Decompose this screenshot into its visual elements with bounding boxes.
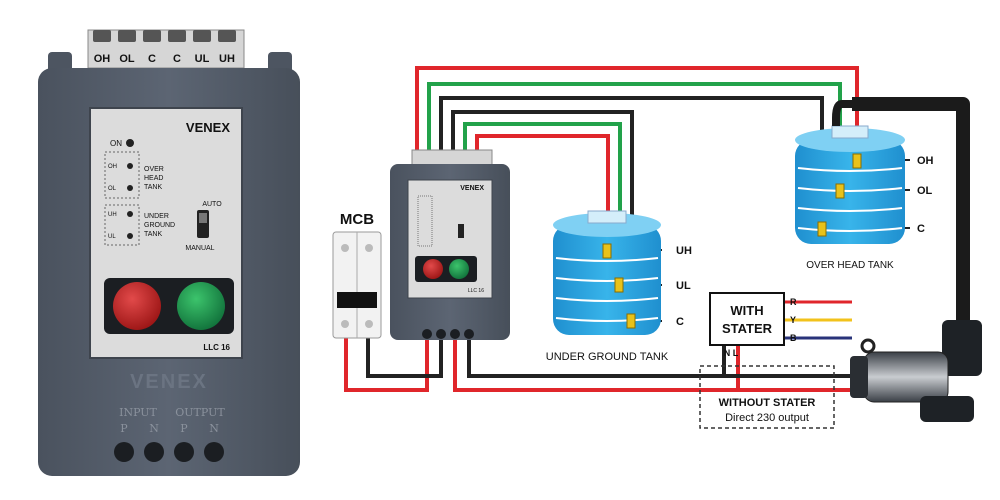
underground-tank-title: UNDER GROUND TANK bbox=[546, 351, 669, 363]
phase-label: B bbox=[790, 333, 797, 343]
wire-mcb-neutral bbox=[366, 330, 443, 378]
start-button[interactable] bbox=[177, 282, 225, 330]
starter-box bbox=[709, 292, 785, 346]
starter-label-2: STATER bbox=[722, 321, 773, 336]
terminal-label: UH bbox=[219, 53, 235, 65]
phase-label: Y bbox=[790, 315, 796, 325]
terminal-label: OL bbox=[119, 53, 135, 65]
stop-button[interactable] bbox=[113, 282, 161, 330]
pump-motor bbox=[850, 320, 982, 422]
wire-green-underground-ul bbox=[463, 122, 622, 282]
terminal-label: OH bbox=[94, 53, 111, 65]
terminal-label: C bbox=[148, 53, 156, 65]
probe-label: OL bbox=[917, 185, 933, 197]
led-label: ON bbox=[110, 139, 122, 148]
probe-c bbox=[626, 313, 636, 329]
small-start-button[interactable] bbox=[449, 259, 469, 279]
wire-red-overhead-oh bbox=[415, 66, 859, 160]
overhead-tank-label-3: TANK bbox=[144, 184, 162, 191]
cable-gland bbox=[204, 442, 224, 462]
cable-gland bbox=[114, 442, 134, 462]
model-label: LLC 16 bbox=[203, 343, 230, 352]
overhead-tank-title: OVER HEAD TANK bbox=[806, 260, 894, 271]
controller-large: OH OL C C UL UH VENEX ON OH OL UH UL OVE… bbox=[38, 29, 300, 476]
mini-label: OH bbox=[108, 164, 117, 170]
controller-small: VENEX LLC 16 bbox=[390, 149, 510, 340]
small-model-label: LLC 16 bbox=[468, 288, 484, 294]
output-label: OUTPUT bbox=[175, 406, 225, 419]
starter-section: WITH STATER R Y B N L WITHOUT STATER Dir… bbox=[699, 292, 835, 429]
overhead-level-graphic bbox=[104, 151, 140, 199]
mcb-label: MCB bbox=[340, 211, 374, 228]
pump-outlet bbox=[920, 396, 974, 422]
bottom-terminal-label: P bbox=[180, 422, 188, 435]
wire-mcb-phase bbox=[344, 330, 429, 392]
overhead-tank-label-1: OVER bbox=[144, 166, 164, 173]
probe-label: UH bbox=[676, 245, 692, 257]
overhead-tank-label-2: HEAD bbox=[144, 175, 163, 182]
phase-label: R bbox=[790, 297, 797, 307]
underground-tank: UH UL C UNDER GROUND TANK bbox=[546, 210, 692, 363]
motor-body bbox=[863, 351, 949, 403]
brand-logo: VENEX bbox=[186, 120, 230, 135]
underground-level-graphic bbox=[104, 204, 140, 246]
without-starter-label: WITHOUT STATER bbox=[719, 397, 816, 409]
bottom-terminal-label: N bbox=[149, 422, 159, 435]
mini-label: UL bbox=[108, 234, 116, 240]
without-starter-box bbox=[699, 365, 835, 429]
mcb: MCB bbox=[332, 211, 382, 339]
pipe-outlet bbox=[832, 100, 852, 126]
terminal-label: C bbox=[173, 53, 181, 65]
power-led bbox=[126, 139, 134, 147]
small-brand-logo: VENEX bbox=[460, 185, 484, 192]
probe-label: C bbox=[917, 223, 925, 235]
embossed-brand: VENEX bbox=[130, 371, 208, 393]
mini-label: UH bbox=[108, 212, 117, 218]
small-stop-button[interactable] bbox=[423, 259, 443, 279]
wire-red-underground-uh bbox=[475, 134, 610, 246]
probe-uh bbox=[602, 243, 612, 259]
wire-output-neutral bbox=[467, 340, 726, 378]
probe-c bbox=[817, 221, 827, 237]
underground-tank-label-2: GROUND bbox=[144, 222, 175, 229]
mini-label: OL bbox=[108, 186, 117, 192]
probe-oh bbox=[852, 153, 862, 169]
overhead-tank: OH OL C OVER HEAD TANK bbox=[795, 125, 934, 271]
cable-gland bbox=[174, 442, 194, 462]
probe-label: UL bbox=[676, 280, 691, 292]
bottom-terminal-label: N bbox=[209, 422, 219, 435]
mcb-toggle[interactable] bbox=[337, 292, 377, 308]
neutral-line-label: N L bbox=[724, 348, 739, 358]
mode-manual-label: MANUAL bbox=[185, 245, 214, 252]
input-label: INPUT bbox=[119, 406, 157, 419]
pump-head bbox=[942, 320, 982, 376]
mode-auto-label: AUTO bbox=[202, 201, 222, 208]
without-starter-sub: Direct 230 output bbox=[725, 412, 809, 424]
bottom-terminal-label: P bbox=[120, 422, 128, 435]
delivery-pipe bbox=[852, 97, 970, 330]
probe-ol bbox=[835, 183, 845, 199]
probe-label: OH bbox=[917, 155, 934, 167]
terminal-label: UL bbox=[195, 53, 210, 65]
wire-output-phase bbox=[453, 340, 740, 392]
cable-gland bbox=[144, 442, 164, 462]
starter-label-1: WITH bbox=[730, 303, 763, 318]
underground-tank-label-1: UNDER bbox=[144, 213, 169, 220]
underground-tank-label-3: TANK bbox=[144, 231, 162, 238]
probe-label: C bbox=[676, 316, 684, 328]
probe-ul bbox=[614, 277, 624, 293]
